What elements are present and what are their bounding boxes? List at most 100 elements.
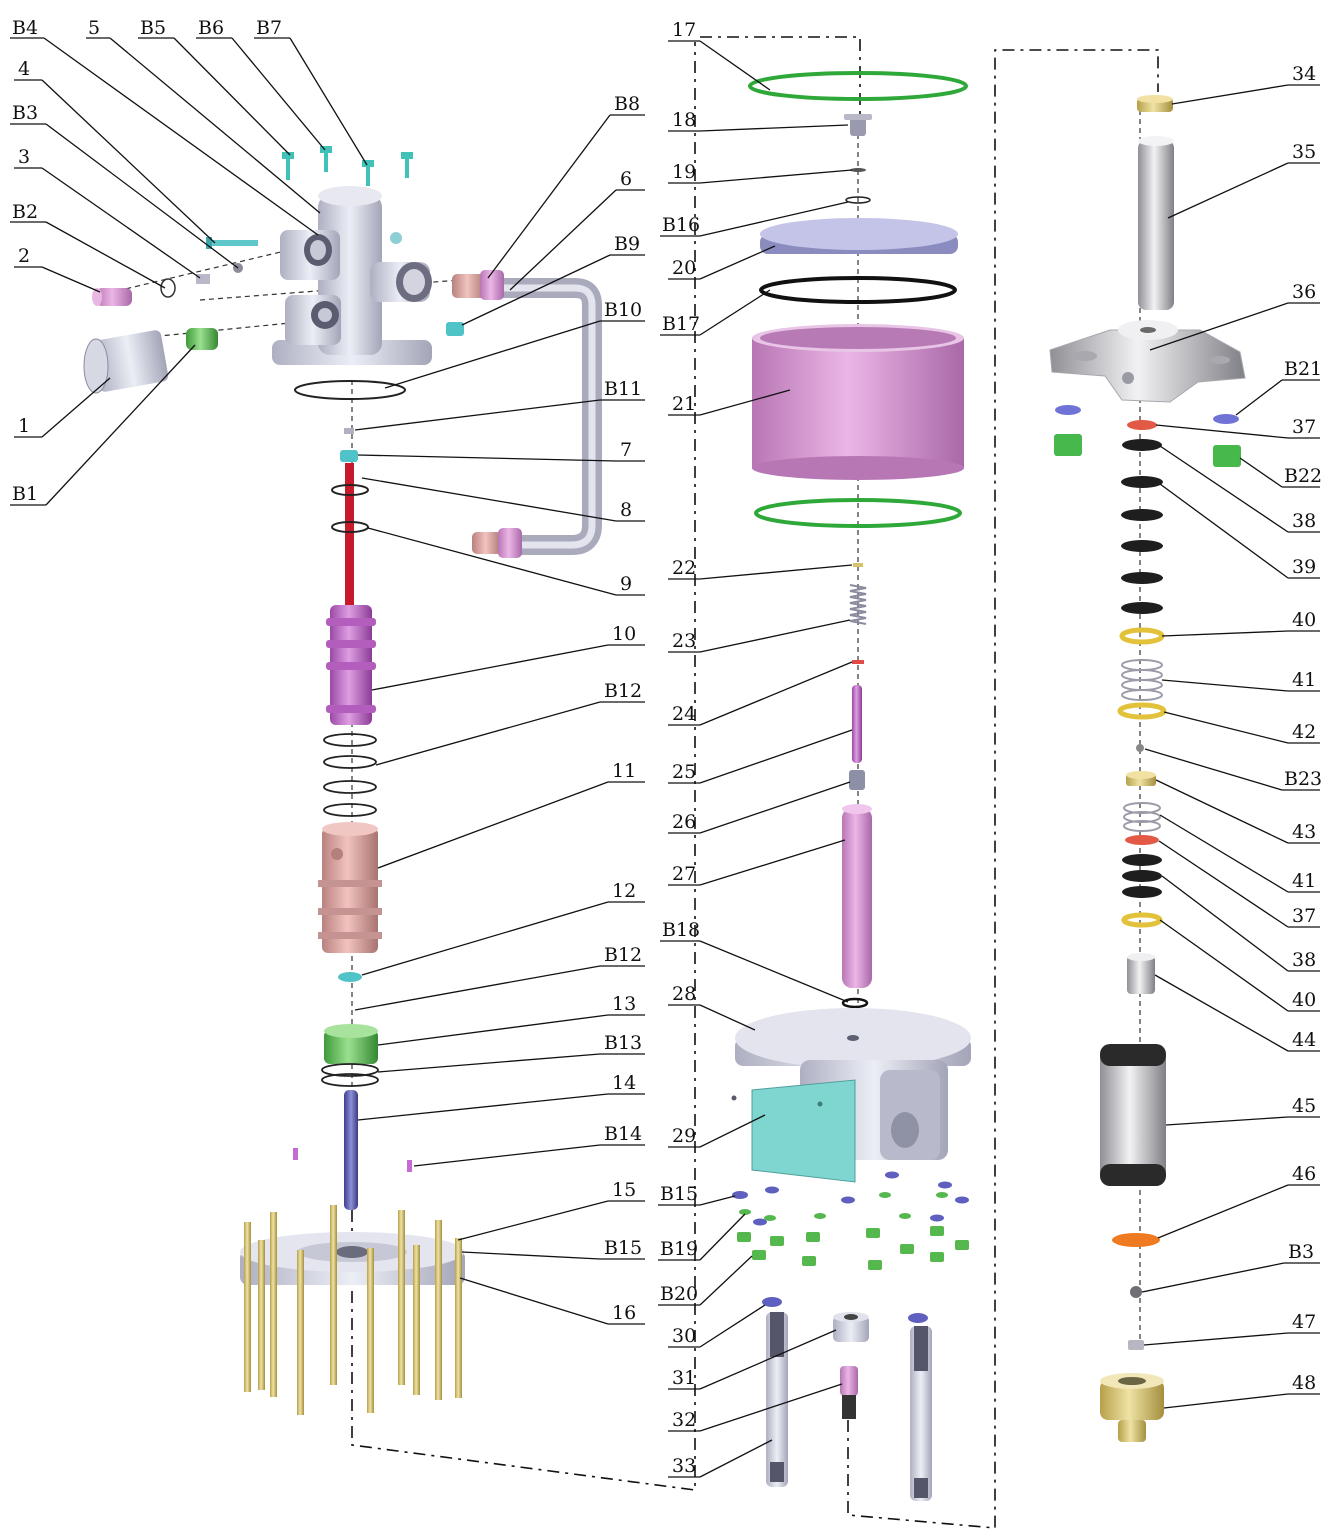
part-42-washer [1117,702,1167,720]
parts-B5-B6-B7-screws [282,146,413,186]
label-32: 32 [672,1409,696,1431]
part-37b-ring [1125,835,1159,845]
part-35-rod [1138,136,1174,310]
label-10: 10 [612,623,636,645]
part-2-fitting [92,288,132,306]
part-16-flange [240,1232,465,1285]
label-46: 46 [1292,1163,1316,1185]
label-37-upper: 37 [1292,416,1316,438]
part-3-nut [196,274,210,284]
label-5: 5 [88,17,100,39]
callout-labels: B4 5 B5 B6 B7 4 B3 3 B2 2 1 B1 [10,17,1322,1478]
label-44: 44 [1292,1029,1316,1051]
parts-37-39-seal-stack [1121,420,1163,614]
label-22: 22 [672,557,696,579]
part-B21-washer [1055,405,1081,415]
part-45-motor [1100,1044,1166,1186]
part-B14 [293,1148,298,1160]
label-B12-upper: B12 [604,680,642,702]
part-26 [849,770,865,790]
label-47: 47 [1292,1311,1316,1333]
part-21-housing [752,324,964,480]
label-19: 19 [672,161,696,183]
label-B21: B21 [1284,358,1322,380]
label-26: 26 [672,811,696,833]
label-23: 23 [672,630,696,652]
part-27-plunger [842,804,872,988]
part-34-cap [1137,95,1173,112]
label-2: 2 [18,245,30,267]
label-B9: B9 [614,233,640,255]
part-30-washer [762,1297,782,1307]
part-20-lid [760,218,958,254]
label-4: 4 [18,58,30,80]
part-32-pin [840,1366,858,1419]
part-B18-ring [841,997,869,1009]
left-assembly [83,146,602,1415]
label-12: 12 [612,880,636,902]
part-1-cylinder-cap [83,330,169,394]
label-45: 45 [1292,1095,1316,1117]
part-21b-green-oring [754,498,962,528]
middle-assembly [731,71,971,1501]
part-41-spring [1121,659,1163,701]
label-6: 6 [620,168,632,190]
label-34: 34 [1292,63,1316,85]
label-36: 36 [1292,281,1316,303]
label-7: 7 [620,439,632,461]
part-B17-oring [759,276,957,304]
label-30: 30 [672,1325,696,1347]
label-33: 33 [672,1455,696,1477]
label-18: 18 [672,109,696,131]
part-B11 [344,428,354,434]
label-B1: B1 [12,483,38,505]
label-43: 43 [1292,821,1316,843]
label-B19: B19 [660,1238,698,1260]
label-B3: B3 [12,102,38,124]
label-B7: B7 [256,17,282,39]
label-B16: B16 [662,214,700,236]
part-33-shafts [766,1312,932,1501]
parts-B13-rings [321,1063,379,1087]
label-B18: B18 [662,919,700,941]
part-13-green-collar [324,1024,378,1064]
part-28-base [735,1008,971,1160]
label-38-lower: 38 [1292,949,1316,971]
label-40-lower: 40 [1292,989,1316,1011]
label-B15-left: B15 [604,1237,642,1259]
label-39: 39 [1292,556,1316,578]
part-40-washer [1119,627,1165,645]
label-B3-lower: B3 [1288,1241,1314,1263]
part-41b-spring [1123,802,1161,832]
part-44-bushing [1127,953,1155,994]
part-4-pin [206,237,258,249]
part-B10-oring [294,380,406,400]
part-46-washer [1112,1233,1160,1247]
parts-38b-seals [1122,854,1162,898]
label-42: 42 [1292,721,1316,743]
part-B16 [845,196,871,204]
label-B15-middle: B15 [660,1183,698,1205]
part-47 [1128,1340,1144,1350]
part-5-valve-body [272,186,432,365]
label-B4: B4 [12,17,38,39]
label-B14: B14 [604,1123,642,1145]
part-8-red-rod [345,463,354,613]
part-36-bracket [1049,320,1246,403]
part-40b-washer [1121,912,1163,928]
label-41-upper: 41 [1292,669,1316,691]
label-29: 29 [672,1125,696,1147]
part-14-blue-rod [344,1090,358,1210]
label-24: 24 [672,703,696,725]
label-B11: B11 [604,378,642,400]
parts-B15-B19-B20-fasteners [732,1171,969,1270]
parts-15-bolts [244,1205,462,1415]
label-31: 31 [672,1367,696,1389]
label-B12-lower: B12 [604,944,642,966]
label-B23: B23 [1284,768,1322,790]
part-B3b-ball [1130,1286,1142,1298]
part-31-coupling [833,1312,869,1342]
part-11-copper-sleeve [318,822,382,953]
label-48: 48 [1292,1372,1316,1394]
